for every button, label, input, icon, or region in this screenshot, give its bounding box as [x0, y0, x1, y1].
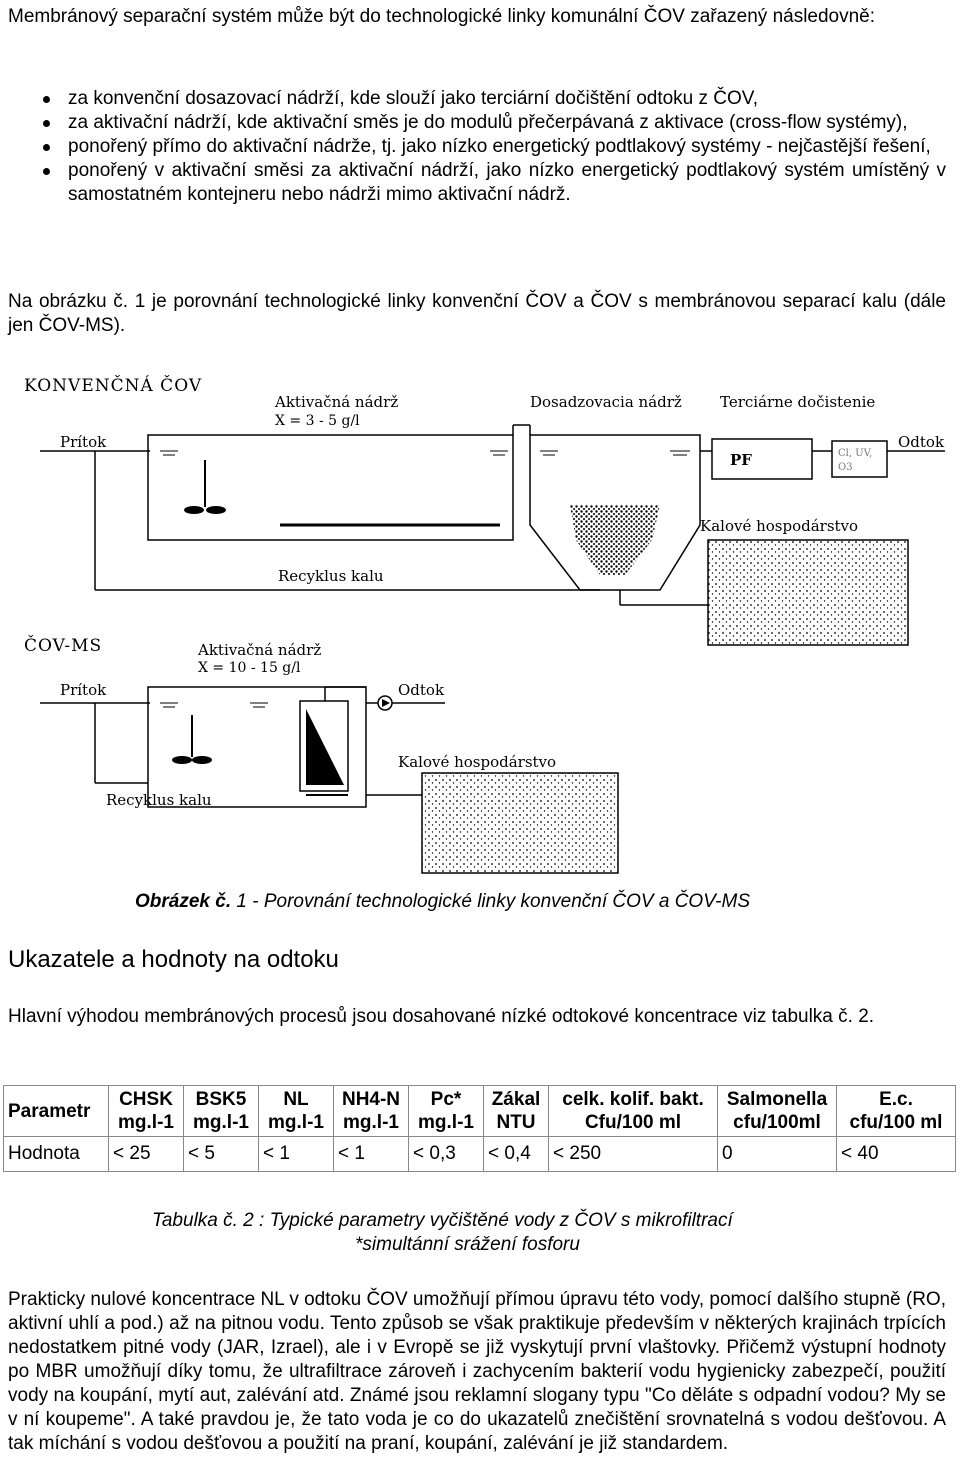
list-item: za aktivační nádrží, kde aktivační směs … — [40, 111, 946, 135]
table-cell: < 5 — [183, 1136, 259, 1172]
top-pf-label: PF — [730, 451, 752, 469]
top-tertiary-label: Terciárne dočistenie — [720, 393, 875, 411]
figure-caption-label: Obrázek č. — [135, 891, 232, 912]
table-cell: < 40 — [836, 1136, 956, 1172]
table-cell: < 1 — [258, 1136, 334, 1172]
value-row-label: Hodnota — [3, 1136, 109, 1172]
table-intro-paragraph: Hlavní výhodou membránových procesů jsou… — [8, 1006, 875, 1027]
table-cell: < 25 — [108, 1136, 184, 1172]
table-cell: < 1 — [333, 1136, 409, 1172]
process-diagram: KONVENČNÁ ČOV Aktivačná nádrž X = 3 - 5 … — [24, 375, 945, 874]
table-cell: < 0,4 — [483, 1136, 549, 1172]
top-recycle-label: Recyklus kalu — [278, 567, 384, 585]
figure-intro-paragraph: Na obrázku č. 1 je porovnání technologic… — [8, 291, 946, 336]
top-tank-label: Aktivačná nádrž — [274, 393, 398, 411]
figure-caption-text: - Porovnání technologické linky konvenčn… — [246, 891, 750, 912]
table-caption: Tabulka č. 2 : Typické parametry vyčiště… — [152, 1210, 733, 1231]
top-sludge-label: Kalové hospodárstvo — [700, 517, 858, 535]
top-pf-box — [711, 438, 813, 480]
top-aeration-tank — [147, 434, 514, 541]
top-settle-label: Dosadzovacia nádrž — [530, 393, 682, 411]
bottom-aeration-tank — [147, 686, 367, 808]
column-header: Pc*mg.l-1 — [408, 1085, 484, 1137]
closing-paragraph: Prakticky nulové koncentrace NL v odtoku… — [8, 1289, 946, 1454]
figure-caption-number: 1 — [231, 891, 247, 912]
list-item: za konvenční dosazovací nádrží, kde slou… — [40, 87, 946, 111]
bottom-inflow-label: Prítok — [60, 681, 107, 699]
section-heading: Ukazatele a hodnoty na odtoku — [8, 946, 339, 973]
list-item: ponořený v aktivační směsi za aktivační … — [40, 159, 946, 207]
intro-paragraph: Membránový separační systém může být do … — [8, 6, 876, 27]
bottom-tank-label: Aktivačná nádrž — [197, 641, 321, 659]
table-row: Hodnota < 25 < 5 < 1 < 1 < 0,3 < 0,4 < 2… — [3, 1136, 956, 1172]
table-footnote: *simultánní srážení fosforu — [355, 1234, 580, 1255]
column-header: celk. kolif. bakt.Cfu/100 ml — [548, 1085, 718, 1137]
top-inflow-label: Prítok — [60, 433, 107, 451]
bullet-list: za konvenční dosazovací nádrží, kde slou… — [40, 87, 946, 207]
bottom-tank-conc: X = 10 - 15 g/l — [198, 660, 301, 676]
bottom-outflow-label: Odtok — [398, 681, 445, 699]
bottom-sludge-box — [421, 772, 619, 874]
figure-caption: Obrázek č. 1 - Porovnání technologické l… — [135, 891, 750, 913]
table-cell: < 0,3 — [408, 1136, 484, 1172]
top-sludge-box — [707, 539, 909, 646]
bottom-title: ČOV-MS — [24, 635, 102, 656]
table-cell: 0 — [717, 1136, 837, 1172]
top-outflow-label: Odtok — [898, 433, 945, 451]
row-header: Parametr — [3, 1085, 109, 1137]
membrane-module — [299, 700, 349, 792]
top-disinfection-label-2: O3 — [838, 462, 853, 473]
top-disinfection-label-1: Cl, UV, — [838, 448, 872, 459]
bottom-sludge-label: Kalové hospodárstvo — [398, 753, 556, 771]
top-disinfection-box — [831, 440, 888, 478]
top-settling-tank — [529, 434, 701, 591]
list-item: ponořený přímo do aktivační nádrže, tj. … — [40, 135, 946, 159]
bottom-recycle-label: Recyklus kalu — [106, 791, 212, 809]
table-cell: < 250 — [548, 1136, 718, 1172]
top-title: KONVENČNÁ ČOV — [24, 375, 202, 396]
column-header: E.c.cfu/100 ml — [836, 1085, 956, 1137]
top-tank-conc: X = 3 - 5 g/l — [275, 413, 360, 429]
